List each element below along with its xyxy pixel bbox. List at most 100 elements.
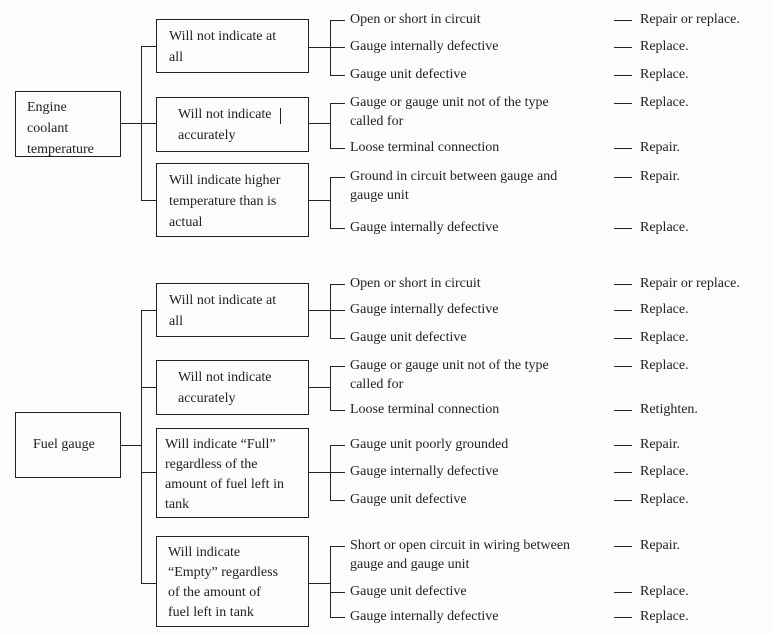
symptom-label[interactable]: Will not indicate at all [169, 29, 277, 65]
cause-text[interactable]: Open or short in circuit [350, 276, 481, 291]
remedy-dash [614, 228, 632, 229]
remedy-text[interactable]: Replace. [640, 302, 689, 317]
remedy-dash [614, 472, 632, 473]
cause-text[interactable]: Ground in circuit between gauge and gaug… [350, 169, 558, 203]
cause-text[interactable]: Gauge or gauge unit not of the type call… [350, 95, 549, 129]
symptom-label[interactable]: Will indicate higher temperature than is… [169, 173, 281, 230]
remedy-text[interactable]: Retighten. [640, 402, 698, 417]
remedy-text[interactable]: Repair. [640, 169, 681, 184]
cause-text[interactable]: Gauge unit defective [350, 492, 467, 507]
stub-line [330, 592, 345, 593]
bracket-line [309, 123, 330, 124]
remedy-text[interactable]: Repair. [640, 140, 681, 155]
bracket-line [309, 583, 330, 584]
stub-line [141, 46, 156, 47]
stub-line [141, 387, 156, 388]
remedy-dash [614, 617, 632, 618]
remedy-dash [614, 284, 632, 285]
remedy-dash [614, 592, 632, 593]
stub-line [141, 310, 156, 311]
stub-line [330, 20, 345, 21]
symptom-label[interactable]: Will not indicate accurately [178, 370, 272, 406]
remedy-text[interactable]: Replace. [640, 220, 689, 235]
bracket-line [309, 387, 330, 388]
symptom-box: Will not indicate at all [156, 283, 309, 337]
branch-line [141, 310, 142, 584]
symptom-label[interactable]: Will indicate “Full” regardless of the a… [165, 437, 284, 512]
remedy-dash [614, 177, 632, 178]
remedy-text[interactable]: Replace. [640, 464, 689, 479]
bracket-line [330, 366, 331, 411]
remedy-text[interactable]: Repair or replace. [640, 276, 740, 291]
cause-text[interactable]: Loose terminal connection [350, 140, 500, 155]
symptom-box: Will not indicate accurately [156, 97, 309, 152]
stub-line [330, 148, 345, 149]
stub-line [330, 500, 345, 501]
stub-line [141, 123, 156, 124]
symptom-label[interactable]: Will indicate “Empty” regardless of the … [168, 545, 279, 620]
cause-text[interactable]: Loose terminal connection [350, 402, 500, 417]
component-box: Engine coolant temperature [15, 91, 121, 157]
stub-line [330, 228, 345, 229]
remedy-text[interactable]: Replace. [640, 584, 689, 599]
text-cursor [280, 108, 281, 124]
remedy-dash [614, 366, 632, 367]
cause-text[interactable]: Gauge internally defective [350, 302, 499, 317]
stub-line [330, 284, 345, 285]
cause-text[interactable]: Open or short in circuit [350, 12, 481, 27]
cause-text[interactable]: Gauge unit defective [350, 584, 467, 599]
cause-text[interactable]: Gauge internally defective [350, 39, 499, 54]
remedy-text[interactable]: Replace. [640, 95, 689, 110]
stub-line [330, 310, 345, 311]
component-label[interactable]: Fuel gauge [33, 437, 95, 452]
stub-line [330, 103, 345, 104]
cause-text[interactable]: Gauge internally defective [350, 609, 499, 624]
stub-line [141, 200, 156, 201]
cause-text[interactable]: Gauge unit poorly grounded [350, 437, 509, 452]
symptom-box: Will indicate “Empty” regardless of the … [156, 536, 309, 627]
bracket-line [330, 103, 331, 149]
symptom-label[interactable]: Will not indicate accurately [178, 107, 272, 143]
bracket-line [330, 445, 331, 501]
remedy-text[interactable]: Repair. [640, 538, 681, 553]
symptom-box: Will not indicate at all [156, 19, 309, 73]
stub-line [330, 445, 345, 446]
remedy-text[interactable]: Replace. [640, 358, 689, 373]
symptom-box: Will indicate “Full” regardless of the a… [156, 428, 309, 518]
cause-text[interactable]: Gauge unit defective [350, 67, 467, 82]
bracket-line [309, 47, 330, 48]
bracket-line [330, 546, 331, 618]
symptom-label[interactable]: Will not indicate at all [169, 293, 277, 329]
stub-line [330, 617, 345, 618]
remedy-text[interactable]: Repair or replace. [640, 12, 740, 27]
stub-line [330, 177, 345, 178]
cause-text[interactable]: Short or open circuit in wiring between … [350, 538, 571, 572]
cause-text[interactable]: Gauge internally defective [350, 220, 499, 235]
component-label[interactable]: Engine coolant temperature [27, 100, 94, 157]
stub-line [330, 366, 345, 367]
stub-line [330, 410, 345, 411]
stub-line [330, 338, 345, 339]
remedy-text[interactable]: Replace. [640, 67, 689, 82]
stub-line [330, 546, 345, 547]
bracket-line [330, 177, 331, 229]
remedy-dash [614, 445, 632, 446]
remedy-dash [614, 75, 632, 76]
bracket-line [309, 310, 330, 311]
remedy-text[interactable]: Replace. [640, 492, 689, 507]
remedy-text[interactable]: Repair. [640, 437, 681, 452]
component-box: Fuel gauge [15, 412, 121, 478]
remedy-text[interactable]: Replace. [640, 330, 689, 345]
remedy-text[interactable]: Replace. [640, 609, 689, 624]
remedy-dash [614, 47, 632, 48]
symptom-box: Will indicate higher temperature than is… [156, 163, 309, 237]
cause-text[interactable]: Gauge unit defective [350, 330, 467, 345]
cause-text[interactable]: Gauge internally defective [350, 464, 499, 479]
stub-line [330, 472, 345, 473]
cause-text[interactable]: Gauge or gauge unit not of the type call… [350, 358, 549, 392]
remedy-dash [614, 103, 632, 104]
bracket-line [309, 200, 330, 201]
remedy-text[interactable]: Replace. [640, 39, 689, 54]
stub-line [330, 47, 345, 48]
